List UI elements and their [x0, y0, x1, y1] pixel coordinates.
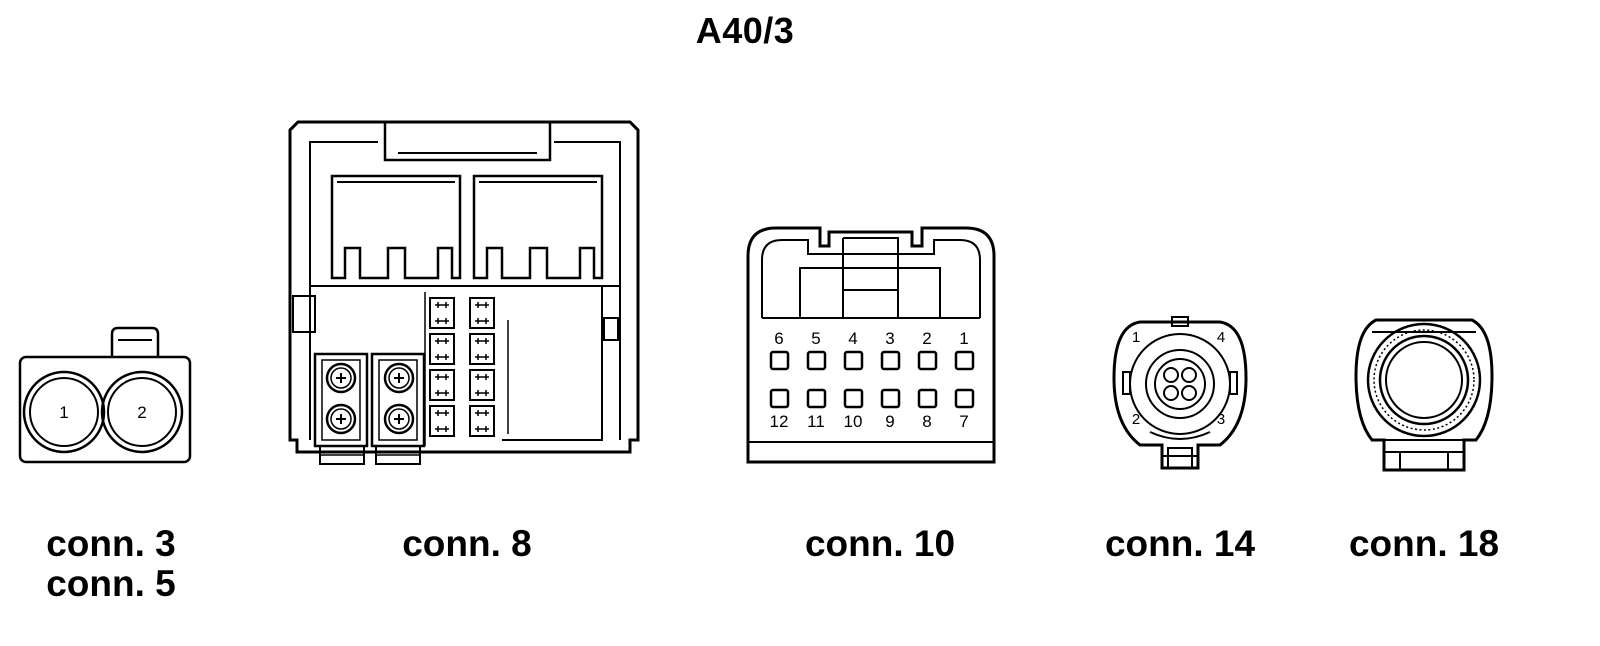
pin-label: 5 [811, 329, 820, 348]
pin-label: 4 [848, 329, 857, 348]
pin-label: 2 [137, 403, 146, 422]
connector-18-drawing [1354, 318, 1494, 472]
pin-label: 6 [774, 329, 783, 348]
connector-label: conn. 14 [1104, 523, 1256, 564]
connector-label-3-5: conn. 3 conn. 5 [36, 524, 186, 604]
connector-14-drawing: 1 4 2 3 [1112, 316, 1248, 470]
pin-label: 8 [922, 412, 931, 431]
pin-label: 2 [1132, 411, 1140, 428]
connector-label-14: conn. 14 [1090, 524, 1270, 564]
connector-10-drawing: 6 5 4 3 2 1 12 11 10 9 8 7 [746, 226, 996, 464]
pin-label: 1 [1132, 329, 1140, 346]
connector-label-10: conn. 10 [790, 524, 970, 564]
pin-label: 4 [1217, 329, 1225, 346]
connector-label-8: conn. 8 [392, 524, 542, 564]
pin-label: 12 [770, 412, 789, 431]
connector-3-5-drawing: 1 2 [18, 326, 192, 464]
connector-label: conn. 5 [46, 563, 176, 604]
pin-label: 11 [807, 412, 825, 431]
pin-label: 3 [1217, 411, 1225, 428]
connector-label: conn. 3 [46, 523, 176, 564]
connector-8-drawing [288, 120, 640, 465]
connector-label: conn. 8 [402, 523, 532, 564]
pin-label: 1 [59, 403, 68, 422]
pin-label: 3 [885, 329, 894, 348]
pin-label: 1 [959, 329, 968, 348]
pin-label: 10 [844, 412, 863, 431]
pin-label: 9 [885, 412, 894, 431]
connector-label-18: conn. 18 [1334, 524, 1514, 564]
pin-label: 2 [922, 329, 931, 348]
connector-label: conn. 18 [1348, 523, 1500, 564]
connector-label: conn. 10 [804, 523, 956, 564]
pin-label: 7 [959, 412, 968, 431]
diagram-title: A40/3 [695, 10, 795, 51]
